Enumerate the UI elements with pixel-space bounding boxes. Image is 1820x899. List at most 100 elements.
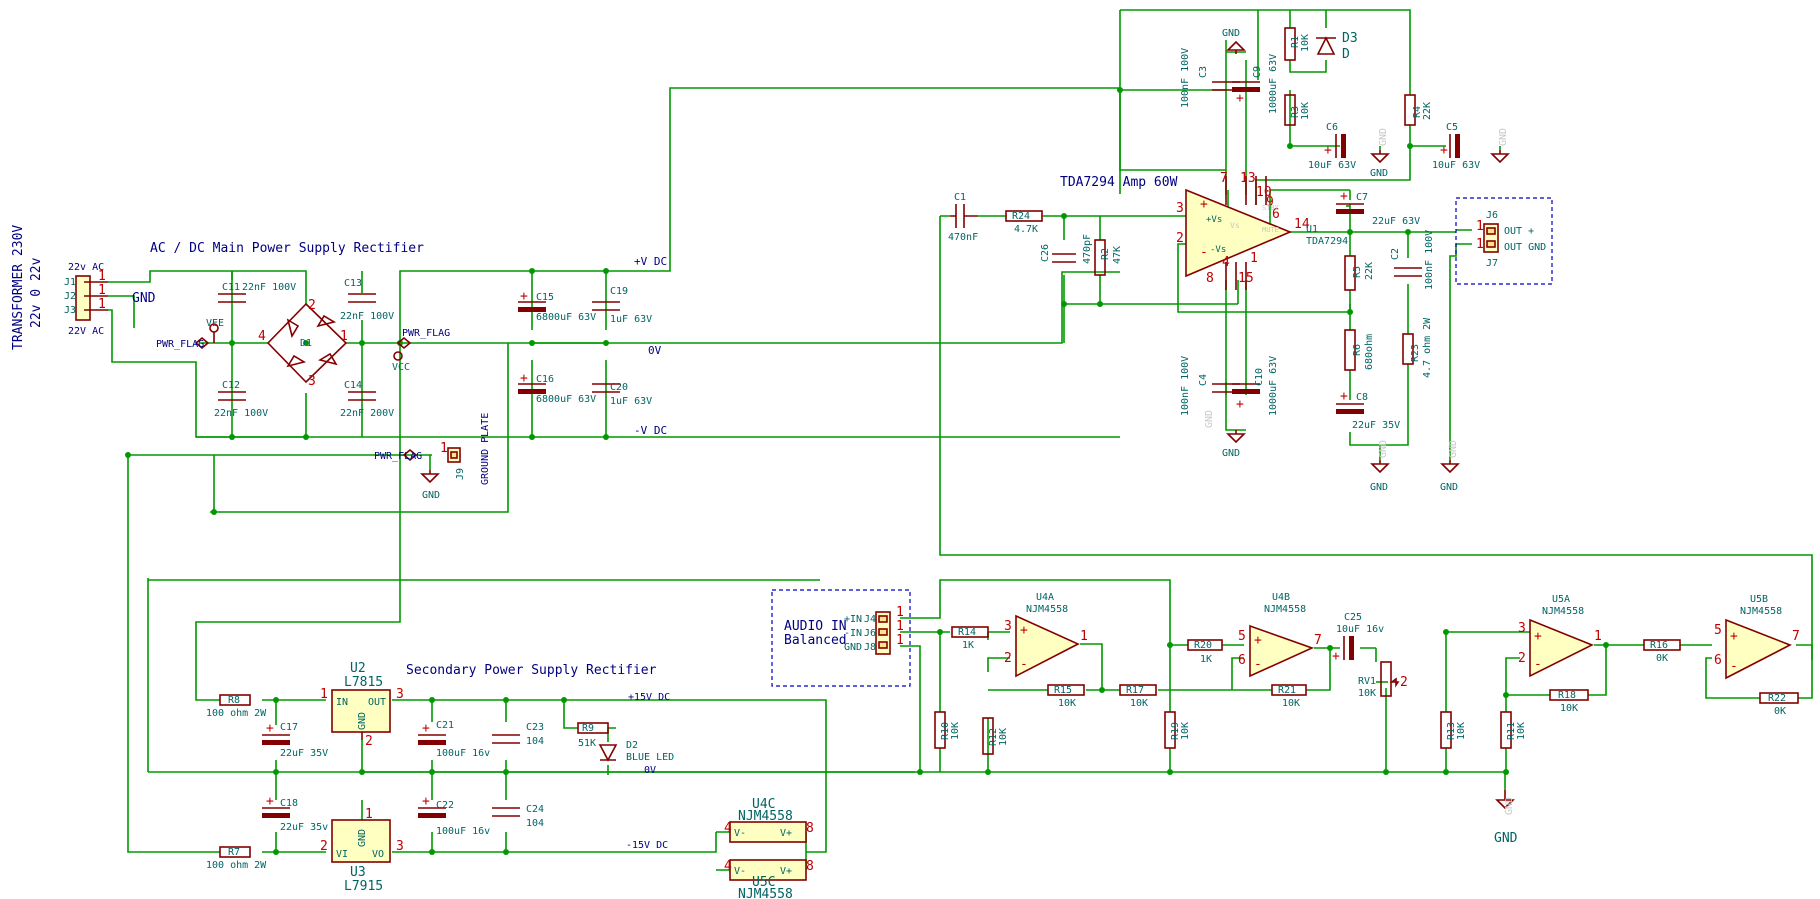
capacitor-c10: + C10 1000uF 63V — [1232, 356, 1279, 416]
j1-gnd-label: GND — [132, 291, 156, 306]
svg-text:R5: R5 — [1352, 266, 1363, 278]
capacitor-c4: C4 100nF 100V — [1180, 356, 1240, 416]
svg-text:GND: GND — [422, 490, 440, 501]
svg-text:U1: U1 — [1306, 224, 1318, 235]
ac-bottom-label: 22V AC — [68, 326, 104, 337]
resistor-r2: R2 47K — [1094, 239, 1123, 276]
audio-in-connector: AUDIO IN Balanced +IN -IN GND J4 J6 J8 1… — [771, 589, 911, 687]
svg-text:GND: GND — [1370, 482, 1388, 493]
svg-text:GND: GND — [1204, 410, 1215, 428]
amp-title: TDA7294 Amp 60W — [1060, 175, 1178, 190]
svg-text:100uF 16v: 100uF 16v — [436, 748, 490, 759]
svg-text:VEE: VEE — [206, 318, 224, 329]
gnd-symbol-1: GND — [420, 470, 440, 501]
svg-text:GND: GND — [1378, 440, 1389, 458]
svg-text:5: 5 — [1714, 623, 1722, 638]
svg-text:C16: C16 — [536, 374, 554, 385]
svg-text:C20: C20 — [610, 382, 628, 393]
svg-text:R11: R11 — [1506, 722, 1517, 740]
svg-text:4: 4 — [724, 821, 732, 836]
capacitor-c13: C13 22nF 100V — [340, 278, 394, 322]
svg-text:1: 1 — [1594, 629, 1602, 644]
svg-text:R13: R13 — [1446, 722, 1457, 740]
svg-text:+: + — [266, 721, 274, 736]
svg-text:7: 7 — [1220, 171, 1228, 186]
svg-text:GND: GND — [1440, 482, 1458, 493]
svg-text:R4: R4 — [1412, 106, 1423, 118]
svg-text:14: 14 — [1294, 217, 1310, 232]
svg-text:+: + — [520, 371, 528, 386]
regulator-u3: VI VO GND 2 3 1 U3 L7915 — [320, 807, 404, 894]
svg-text:1: 1 — [896, 605, 904, 620]
svg-text:R7: R7 — [228, 847, 240, 858]
d1-ref: D1 — [300, 338, 312, 349]
svg-text:13: 13 — [1240, 171, 1256, 186]
svg-text:2: 2 — [308, 298, 316, 313]
out-plus-label: OUT + — [1504, 226, 1534, 237]
capacitor-c11: C11 22nF 100V — [218, 282, 296, 303]
opamp-u4a: + - 3 2 1 U4A NJM4558 — [1004, 592, 1088, 678]
opamp-u5b: + - 5 6 7 U5B NJM4558 — [1714, 594, 1800, 680]
svg-text:+: + — [266, 794, 274, 809]
svg-text:R20: R20 — [1194, 640, 1212, 651]
svg-text:10: 10 — [1256, 185, 1272, 200]
svg-text:C25: C25 — [1344, 612, 1362, 623]
svg-text:10K: 10K — [1130, 698, 1148, 709]
zero-v-small-label: 0V — [644, 765, 656, 776]
svg-text:9: 9 — [1266, 195, 1274, 210]
svg-text:10K: 10K — [1058, 698, 1076, 709]
svg-text:PWR_FLAG: PWR_FLAG — [374, 451, 422, 462]
svg-text:J4: J4 — [864, 614, 876, 625]
svg-text:3: 3 — [308, 374, 316, 389]
svg-text:VO: VO — [372, 849, 384, 860]
svg-text:22nF 200V: 22nF 200V — [340, 408, 394, 419]
capacitor-c16: + C16 6800uF 63V — [518, 371, 596, 405]
svg-text:10K: 10K — [1180, 722, 1191, 740]
svg-text:C21: C21 — [436, 720, 454, 731]
svg-text:+: + — [422, 721, 430, 736]
svg-text:J7: J7 — [1486, 258, 1498, 269]
svg-text:D2: D2 — [626, 740, 638, 751]
svg-text:PWR_FLAG: PWR_FLAG — [402, 328, 450, 339]
svg-text:15: 15 — [1238, 271, 1254, 286]
vee-symbol: VEE PWR_FLAG — [156, 318, 224, 350]
svg-text:10K: 10K — [1560, 703, 1578, 714]
svg-text:104: 104 — [526, 818, 544, 829]
svg-text:C8: C8 — [1356, 392, 1368, 403]
svg-text:22nF 100V: 22nF 100V — [214, 408, 268, 419]
connector-j1: 1 1 1 J1 J2 J3 22v AC 22V AC GND — [64, 262, 156, 337]
svg-text:R22: R22 — [1768, 693, 1786, 704]
svg-text:R1: R1 — [1290, 36, 1301, 48]
svg-text:R18: R18 — [1558, 690, 1576, 701]
svg-text:C26: C26 — [1040, 244, 1051, 262]
svg-text:R15: R15 — [1054, 685, 1072, 696]
svg-text:-: - — [1254, 657, 1262, 672]
svg-text:GND: GND — [1498, 128, 1509, 146]
svg-text:C6: C6 — [1326, 122, 1338, 133]
svg-text:-: - — [1200, 245, 1208, 260]
svg-text:R12: R12 — [988, 728, 999, 746]
out-gnd-label: OUT GND — [1504, 242, 1546, 253]
capacitor-c20: C20 1uF 63V — [592, 382, 652, 407]
diode-d3: D3 D — [1316, 31, 1358, 62]
gnd-symbol-out: GND GND — [1440, 440, 1460, 493]
resistor-r11: R11 10K — [1500, 711, 1527, 749]
svg-text:R6: R6 — [1352, 344, 1363, 356]
svg-text:4: 4 — [1222, 255, 1230, 270]
svg-text:D: D — [1342, 47, 1350, 62]
resistor-r22: R22 0K — [1759, 692, 1799, 717]
svg-text:J6: J6 — [864, 628, 876, 639]
svg-text:GND: GND — [1504, 797, 1515, 815]
svg-text:L7915: L7915 — [344, 879, 383, 894]
svg-text:6800uF 63V: 6800uF 63V — [536, 394, 596, 405]
capacitor-c15: + C15 6800uF 63V — [518, 289, 596, 323]
svg-text:TDA7294: TDA7294 — [1306, 236, 1348, 247]
svg-text:22uF 35V: 22uF 35V — [280, 748, 328, 759]
svg-text:1: 1 — [98, 269, 106, 284]
svg-text:2: 2 — [1400, 675, 1408, 690]
resistor-r23: R23 4.7 ohm 2W — [1402, 317, 1433, 378]
svg-text:22K: 22K — [1422, 102, 1433, 120]
resistor-r9: R9 51K — [577, 722, 609, 749]
svg-text:1: 1 — [365, 807, 373, 822]
svg-text:R24: R24 — [1012, 211, 1030, 222]
